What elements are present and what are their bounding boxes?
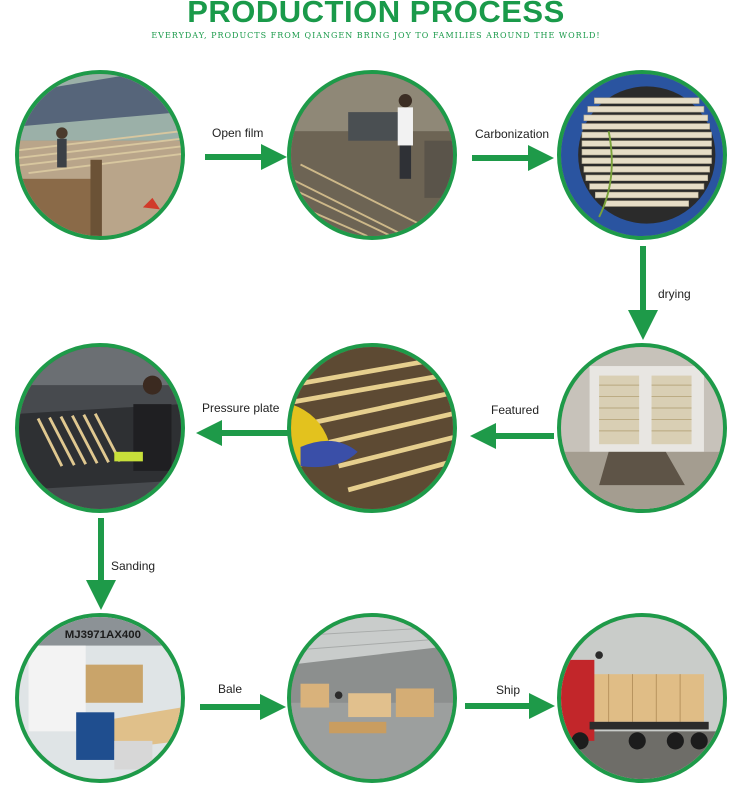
arrow-right-icon bbox=[205, 144, 287, 170]
arrow-right-icon bbox=[465, 693, 555, 719]
photo-open-film bbox=[287, 70, 457, 240]
arrow-left-icon bbox=[470, 423, 554, 449]
photo-sanding: MJ3971AX400 bbox=[15, 613, 185, 783]
arrow-right-icon bbox=[472, 145, 554, 171]
photo-featured bbox=[287, 343, 457, 513]
sanding-machine-text: MJ3971AX400 bbox=[65, 629, 141, 641]
step-label-open-film: Open film bbox=[212, 126, 264, 140]
photo-bamboo-yard bbox=[15, 70, 185, 240]
photo-drying bbox=[557, 343, 727, 513]
step-label-sanding: Sanding bbox=[111, 559, 156, 573]
page-title: PRODUCTION PROCESS bbox=[187, 0, 565, 29]
step-label-drying: drying bbox=[658, 287, 691, 301]
arrow-down-icon bbox=[628, 246, 658, 340]
photo-pressure-plate bbox=[15, 343, 185, 513]
step-label-pressure-plate: Pressure plate bbox=[202, 401, 280, 415]
photo-carbonization bbox=[557, 70, 727, 240]
photo-ship bbox=[557, 613, 727, 783]
step-label-bale: Bale bbox=[218, 682, 243, 696]
step-label-featured: Featured bbox=[491, 403, 540, 417]
step-label-ship: Ship bbox=[496, 683, 521, 697]
step-label-carbonization: Carbonization bbox=[475, 127, 550, 141]
arrow-left-icon bbox=[196, 420, 288, 446]
photo-bale bbox=[287, 613, 457, 783]
arrow-right-icon bbox=[200, 694, 286, 720]
page-subtitle: everyday, products from qiangen bring jo… bbox=[151, 31, 601, 40]
arrow-down-icon bbox=[86, 518, 116, 610]
